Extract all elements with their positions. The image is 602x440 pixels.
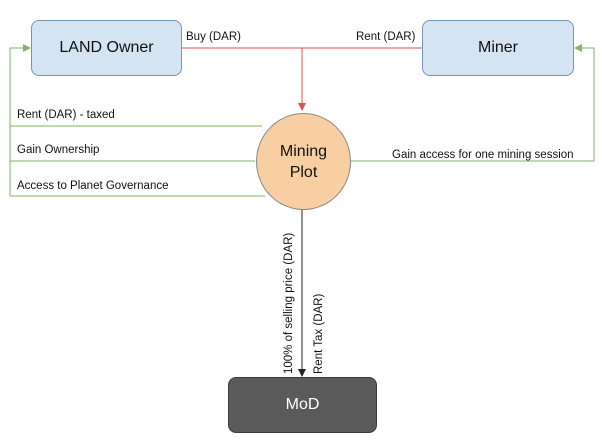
mod-label: MoD bbox=[285, 396, 320, 413]
land-owner-label: LAND Owner bbox=[59, 39, 154, 56]
gain-ownership-label: Gain Ownership bbox=[17, 144, 100, 156]
gain-access-edge bbox=[350, 44, 595, 162]
gain-access-label: Gain access for one mining session bbox=[392, 149, 574, 161]
rent-label: Rent (DAR) bbox=[356, 31, 416, 43]
buy-label: Buy (DAR) bbox=[186, 31, 241, 43]
rent-tax-label: Rent Tax (DAR) bbox=[313, 293, 325, 374]
mining-plot-label-line2: Plot bbox=[289, 163, 318, 181]
miner-label: Miner bbox=[477, 39, 518, 56]
miner-node[interactable]: Miner bbox=[422, 20, 574, 76]
land-owner-node[interactable]: LAND Owner bbox=[31, 20, 182, 76]
mod-node[interactable]: MoD bbox=[228, 377, 377, 433]
selling-price-label: 100% of selling price (DAR) bbox=[283, 232, 295, 374]
mining-plot-label-line1: Mining bbox=[279, 142, 328, 160]
planet-governance-label: Access to Planet Governance bbox=[17, 180, 169, 192]
mining-plot-node[interactable]: Mining Plot bbox=[256, 113, 351, 210]
rent-taxed-label: Rent (DAR) - taxed bbox=[17, 109, 115, 121]
rent-taxed-edge bbox=[9, 44, 262, 127]
